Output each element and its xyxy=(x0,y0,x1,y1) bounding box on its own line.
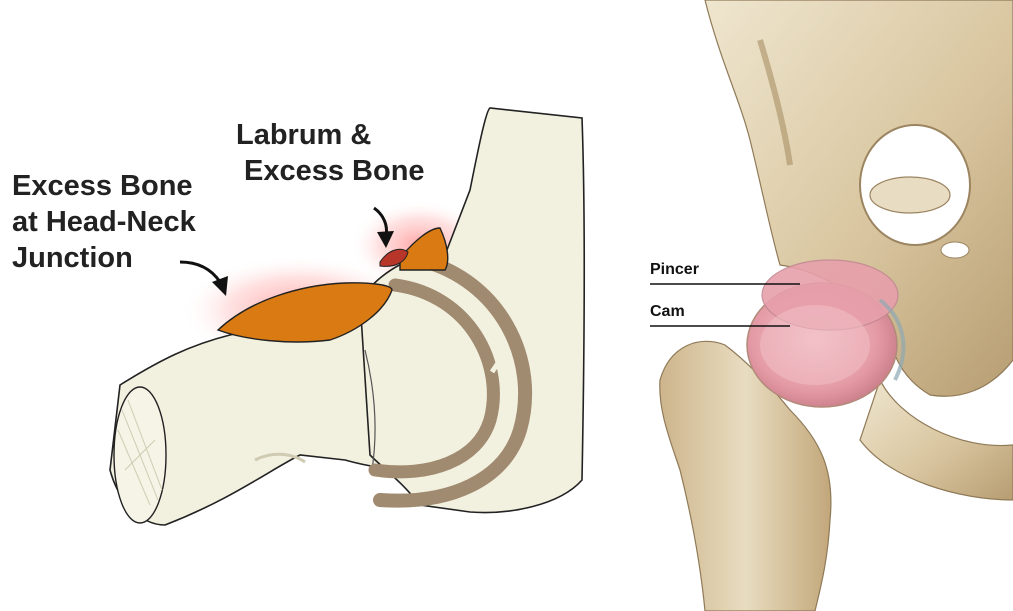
label-headneck-line3: Junction xyxy=(12,242,133,274)
label-labrum-line2: Excess Bone xyxy=(244,155,425,187)
label-headneck-line1: Excess Bone xyxy=(12,170,193,202)
label-labrum-group: Labrum & Excess Bone xyxy=(236,119,425,187)
label-labrum-line1: Labrum & xyxy=(236,119,371,151)
label-cam: Cam xyxy=(650,303,685,320)
anatomical-hip-illustration xyxy=(660,0,1013,611)
label-pincer: Pincer xyxy=(650,261,699,278)
label-headneck-group: Excess Bone at Head-Neck Junction xyxy=(12,170,197,274)
label-headneck-line2: at Head-Neck xyxy=(12,206,197,238)
